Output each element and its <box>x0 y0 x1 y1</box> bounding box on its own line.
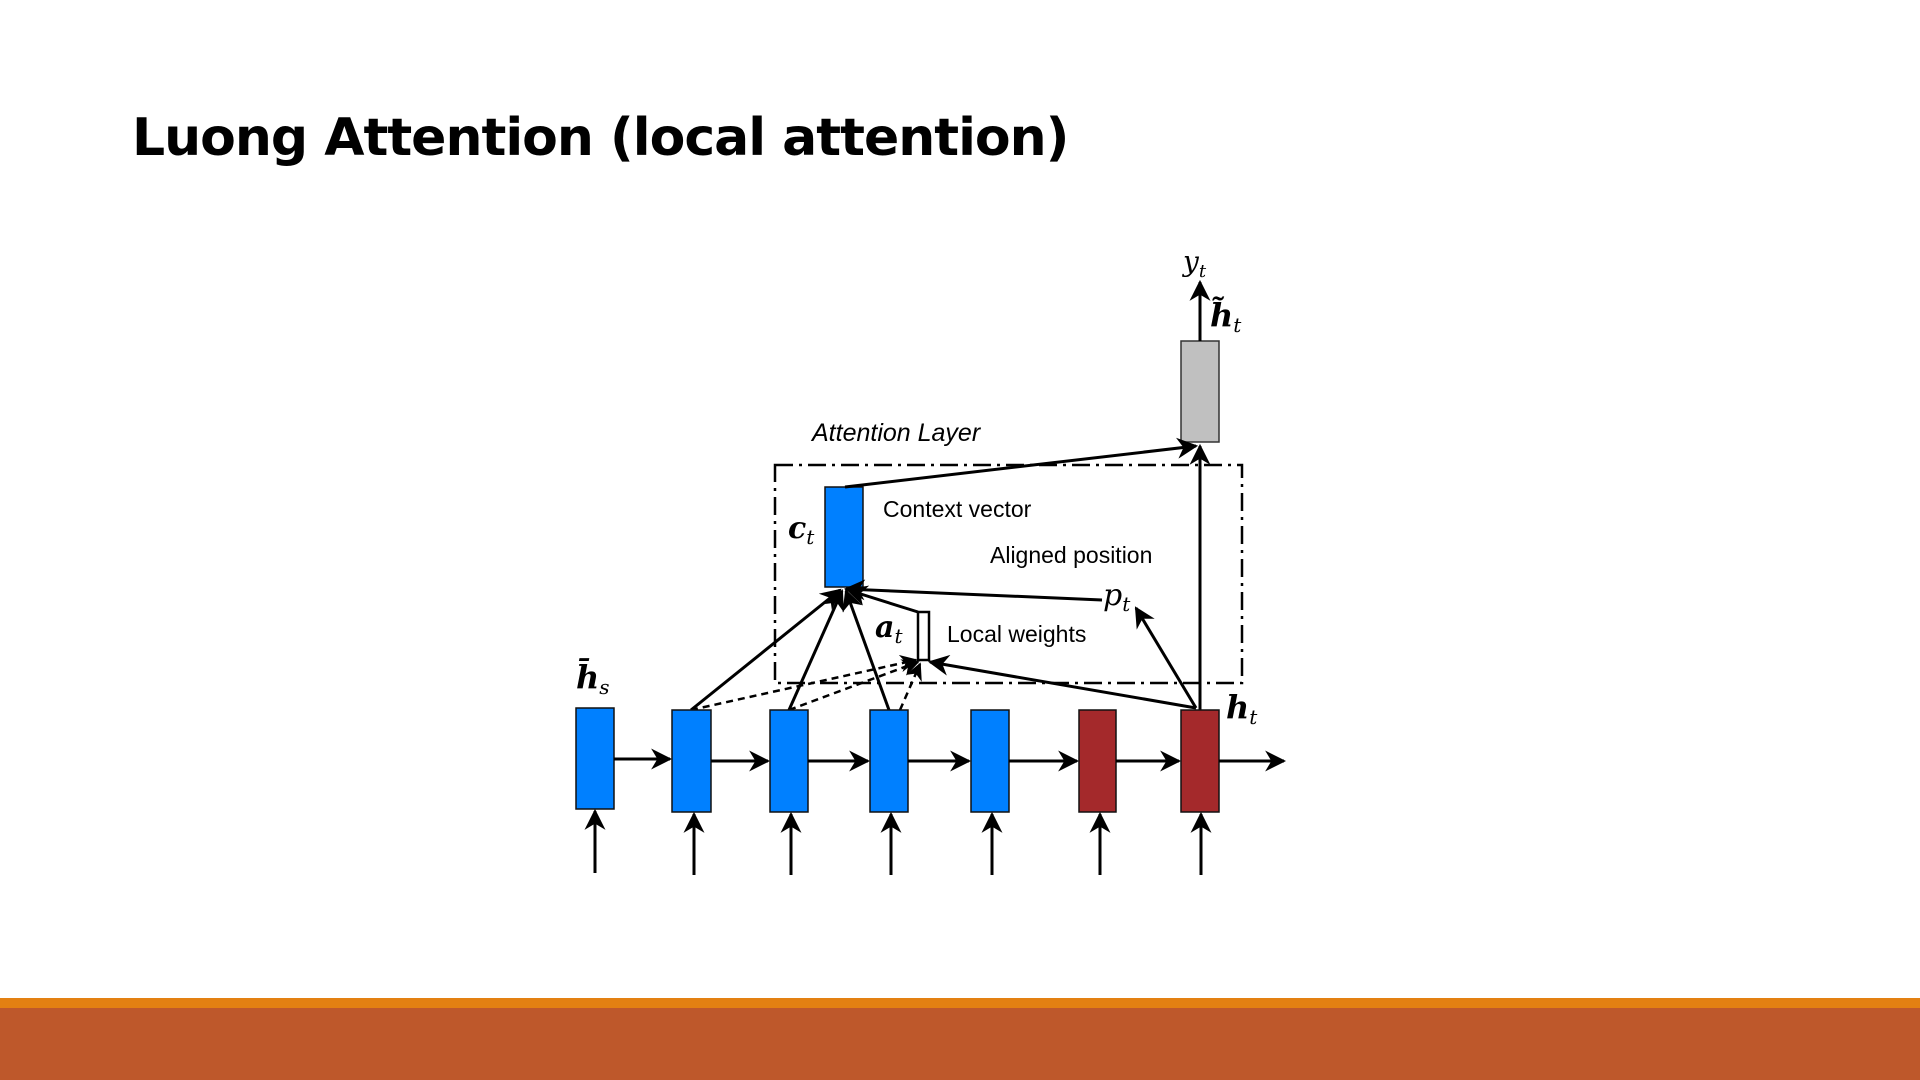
h-t-label: ht <box>1226 688 1258 729</box>
a-t-label: at <box>875 610 903 648</box>
context-vector-label: Context vector <box>883 496 1032 522</box>
recurrent-arrows <box>614 748 1287 772</box>
footer-bar <box>0 1008 1920 1080</box>
attention-layer-label: Attention Layer <box>810 419 982 447</box>
source-state-1 <box>575 707 615 810</box>
local-weights-box <box>916 610 931 662</box>
context-to-output-arrow <box>844 437 1199 489</box>
c-t-label: ct <box>788 511 815 549</box>
local-weights-label: Local weights <box>947 621 1086 647</box>
s4-to-context-arrow <box>842 589 891 711</box>
slide-title: Luong Attention (local attention) <box>132 108 1069 168</box>
source-state-4 <box>869 709 909 813</box>
input-arrows <box>584 808 1212 875</box>
source-state-3 <box>769 709 809 813</box>
y-t-label: yt <box>1181 245 1207 282</box>
footer-accent-stripe <box>0 998 1920 1008</box>
p-t-label: pt <box>1103 578 1131 616</box>
target-state-2 <box>1180 709 1220 813</box>
source-state-5 <box>970 709 1010 813</box>
s2-to-weights-dashed <box>690 654 918 712</box>
s3-to-context-arrow <box>787 589 844 711</box>
weights-to-context-arrow <box>845 585 919 614</box>
aligned-position-label: Aligned position <box>990 542 1152 568</box>
s2-to-context-arrow <box>690 588 842 712</box>
ht-to-pt-arrow <box>1134 606 1198 709</box>
context-vector-box <box>824 486 864 588</box>
target-state-1 <box>1078 709 1117 813</box>
pt-to-context-arrow <box>843 579 1103 602</box>
ht-to-weights-arrow <box>927 654 1197 710</box>
rnn-states <box>575 707 1220 813</box>
h-tilde-t-label: h̃t <box>1210 296 1242 337</box>
output-state-box <box>1180 340 1220 443</box>
s4-to-weights-dashed <box>898 662 922 711</box>
s3-to-weights-dashed <box>788 659 920 712</box>
h-bar-s-label: h̄s <box>576 658 610 699</box>
attention-layer-box <box>773 463 1244 685</box>
luong-local-attention-diagram: Attention Layer yt h̃t ct Context vector… <box>575 245 1287 875</box>
source-state-2 <box>671 709 712 813</box>
